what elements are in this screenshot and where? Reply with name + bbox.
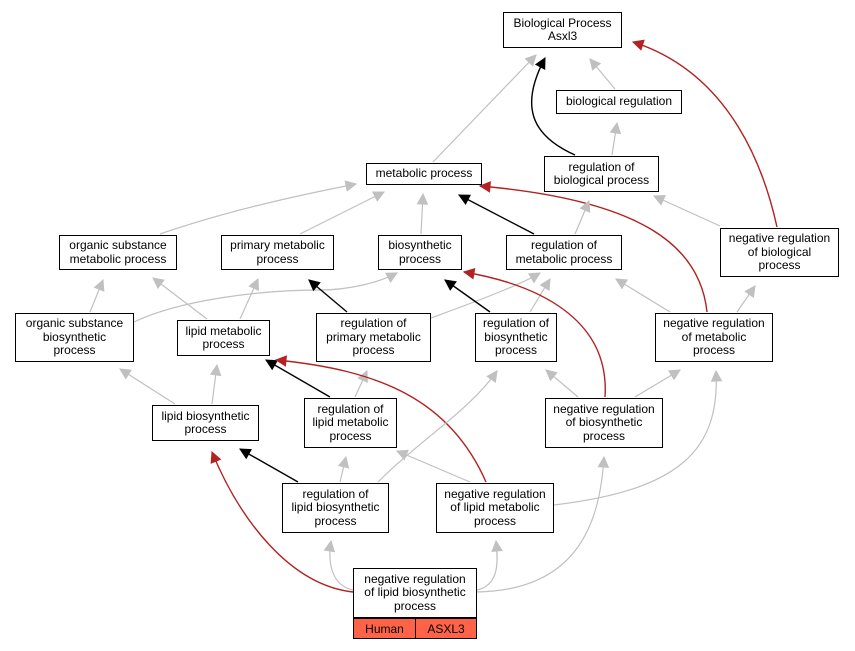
node-biological-process-asxl3[interactable]: Biological Process Asxl3: [503, 12, 622, 48]
edge-is-a: [615, 278, 671, 313]
edge-arrowhead: [615, 278, 628, 290]
edge-arrowhead: [458, 194, 471, 205]
node-negative-regulation-of-lipid-biosynthetic-process[interactable]: negative regulation of lipid biosyntheti…: [353, 568, 477, 618]
edge-negatively-regulates: [479, 185, 708, 313]
node-negative-regulation-of-metabolic-process[interactable]: negative regulation of metabolic process: [655, 313, 773, 362]
edge-is-a: [476, 456, 605, 593]
edge-regulates: [239, 448, 299, 483]
edge-arrowhead: [209, 363, 222, 377]
node-regulation-of-lipid-biosynthetic-process[interactable]: regulation of lipid biosynthetic process: [282, 483, 389, 533]
edge-is-a: [152, 277, 208, 320]
edge-is-a: [396, 450, 471, 483]
edge-arrowhead: [528, 272, 541, 284]
edge-arrowhead: [597, 455, 610, 468]
edge-arrowhead: [524, 54, 537, 67]
species-tag[interactable]: Human: [353, 618, 416, 639]
edge-arrowhead: [274, 355, 288, 367]
edge-arrowhead: [385, 272, 398, 284]
node-lipid-metabolic-process[interactable]: lipid metabolic process: [177, 320, 270, 356]
edge-arrowhead: [534, 57, 546, 70]
edge-arrowhead: [239, 448, 252, 460]
edge-is-a: [133, 272, 398, 323]
edge-is-a: [430, 272, 541, 319]
node-negative-regulation-of-lipid-metabolic-process[interactable]: negative regulation of lipid metabolic p…: [436, 483, 554, 533]
edge-arrowhead: [478, 181, 491, 193]
node-regulation-of-lipid-metabolic-process[interactable]: regulation of lipid metabolic process: [304, 398, 397, 448]
edge-arrowhead: [491, 539, 503, 553]
edge-arrowhead: [609, 121, 622, 135]
edge-arrowhead: [462, 268, 476, 280]
edge-arrowhead: [631, 39, 645, 51]
edge-arrowhead: [395, 449, 409, 461]
edge-negatively-regulates: [275, 359, 487, 483]
node-primary-metabolic-process[interactable]: primary metabolic process: [221, 235, 334, 270]
edge-arrowhead: [372, 191, 385, 202]
node-lipid-biosynthetic-process[interactable]: lipid biosynthetic process: [152, 405, 259, 441]
node-regulation-of-biological-process[interactable]: regulation of biological process: [544, 156, 659, 192]
node-regulation-of-biosynthetic-process[interactable]: regulation of biosynthetic process: [475, 313, 557, 362]
edge-negatively-regulates: [211, 451, 354, 593]
node-metabolic-process[interactable]: metabolic process: [366, 163, 482, 185]
edge-is-a: [653, 195, 721, 227]
node-biosynthetic-process[interactable]: biosynthetic process: [378, 235, 462, 270]
edge-arrowhead: [344, 180, 358, 192]
edge-arrowhead: [119, 368, 132, 380]
edge-is-a: [119, 368, 176, 405]
edge-arrowhead: [416, 192, 429, 205]
edge-arrowhead: [710, 369, 723, 382]
node-biological-regulation[interactable]: biological regulation: [556, 90, 682, 114]
edge-arrowhead: [308, 279, 321, 292]
edge-arrowhead: [444, 279, 457, 291]
edge-arrowhead: [579, 199, 591, 213]
edge-arrowhead: [652, 195, 666, 206]
edge-arrowhead: [152, 277, 165, 289]
edge-arrowhead: [589, 58, 602, 71]
edge-is-a: [299, 191, 385, 235]
edge-regulates: [458, 194, 535, 235]
edge-regulates: [265, 359, 331, 398]
edge-arrowhead: [323, 539, 336, 553]
edge-arrowhead: [545, 369, 558, 382]
edge-arrowhead: [744, 285, 756, 298]
node-negative-regulation-of-biosynthetic-process[interactable]: negative regulation of biosynthetic proc…: [545, 398, 663, 448]
edge-arrowhead: [210, 450, 222, 464]
edge-arrowhead: [539, 278, 551, 291]
edge-arrowhead: [337, 455, 350, 469]
gene-tag[interactable]: ASXL3: [415, 618, 477, 639]
node-organic-substance-biosynthetic-process[interactable]: organic substance biosynthetic process: [15, 313, 134, 362]
edge-regulates: [530, 57, 576, 156]
edge-arrowhead: [248, 277, 259, 291]
edge-arrowhead: [93, 278, 105, 292]
node-regulation-of-primary-metabolic-process[interactable]: regulation of primary metabolic process: [316, 313, 431, 362]
edge-negatively-regulates: [463, 271, 606, 398]
edge-negatively-regulates: [632, 41, 778, 228]
node-organic-substance-metabolic-process[interactable]: organic substance metabolic process: [59, 235, 177, 270]
node-negative-regulation-of-biological-process[interactable]: negative regulation of biological proces…: [720, 228, 839, 277]
edge-arrowhead: [265, 359, 278, 371]
edge-is-a: [432, 54, 537, 163]
edge-is-a: [159, 183, 357, 235]
edge-arrowhead: [486, 370, 498, 383]
edge-arrowhead: [668, 369, 681, 381]
edge-is-a: [377, 370, 498, 483]
node-regulation-of-metabolic-process[interactable]: regulation of metabolic process: [506, 235, 622, 270]
